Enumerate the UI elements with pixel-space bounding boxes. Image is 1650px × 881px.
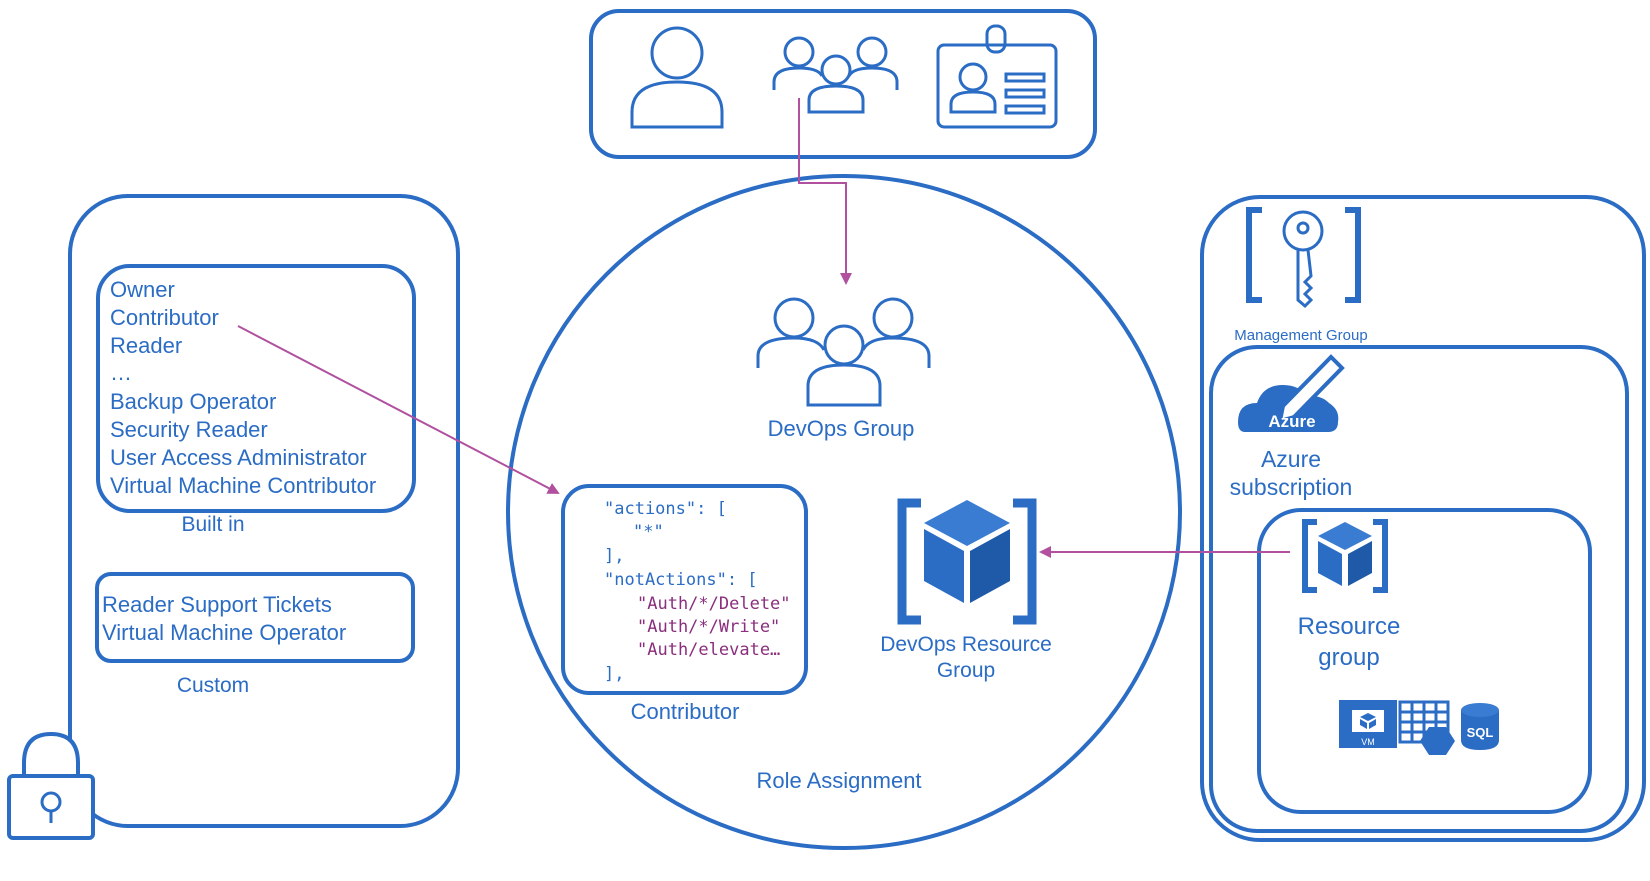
json-line: "Auth/elevate… — [637, 640, 780, 660]
id-card-icon — [936, 24, 1058, 129]
devops-group-icon — [756, 297, 931, 407]
resource-group-label-line1: Resource — [1298, 613, 1401, 640]
group-icon — [772, 36, 899, 114]
sql-database-icon: SQL — [1461, 703, 1499, 750]
resource-group-small-icon — [1302, 519, 1388, 593]
devops-group-label: DevOps Group — [768, 416, 915, 441]
principal-to-group-arrow — [798, 98, 852, 285]
built-in-roles-box — [96, 264, 416, 513]
role-definition-json-box — [561, 484, 808, 695]
role-item: Owner — [110, 277, 175, 302]
security-principals-panel — [589, 9, 1097, 159]
azure-cloud-icon: Azure — [1238, 354, 1345, 432]
json-line: "*" — [633, 522, 664, 542]
custom-label: Custom — [177, 674, 249, 697]
json-line: ], — [604, 546, 624, 566]
scope-panel: Management Group Azure Azure subscriptio… — [1200, 195, 1646, 842]
sql-badge-text: SQL — [1467, 725, 1494, 740]
role-item: Reader Support Tickets — [102, 592, 332, 617]
key-icon — [1246, 207, 1361, 309]
json-line: "Auth/*/Write" — [637, 617, 780, 637]
built-in-label: Built in — [181, 513, 244, 536]
scope-label-line1: DevOps Resource — [880, 633, 1052, 656]
connectors — [237, 98, 1290, 558]
subscription-label-line2: subscription — [1230, 474, 1353, 500]
role-assignment-circle: DevOps Group "actions": [ "*" ], "notAct… — [506, 174, 1182, 850]
resource-group-label-line2: group — [1318, 644, 1379, 671]
role-item: Virtual Machine Operator — [102, 620, 346, 645]
json-line: "Auth/*/Delete" — [637, 594, 791, 614]
scope-label-line2: Group — [937, 659, 995, 682]
management-group-label: Management Group — [1234, 327, 1367, 344]
management-group-box — [1200, 195, 1646, 842]
role-item: Contributor — [110, 305, 219, 330]
json-line: "notActions": [ — [604, 570, 758, 590]
resource-group-box — [1257, 508, 1592, 814]
lock-icon — [7, 731, 95, 840]
json-line: "actions": [ — [604, 499, 727, 519]
role-definition-json: "actions": [ "*" ], "notActions": [ "Aut… — [604, 499, 791, 684]
role-item: User Access Administrator — [110, 445, 367, 470]
user-icon — [630, 26, 724, 129]
contributor-label: Contributor — [631, 699, 740, 724]
storage-table-icon — [1398, 700, 1455, 755]
role-item: Virtual Machine Contributor — [110, 473, 376, 498]
role-to-definition-arrow — [237, 325, 560, 494]
role-item: Security Reader — [110, 417, 268, 442]
subscription-box — [1209, 345, 1629, 833]
role-assignment-title: Role Assignment — [756, 768, 921, 793]
resource-group-icon — [897, 498, 1037, 625]
azure-badge-text: Azure — [1268, 412, 1315, 431]
role-definitions-panel: Owner Contributor Reader … Backup Operat… — [7, 194, 460, 840]
subscription-label-line1: Azure — [1261, 446, 1321, 472]
vm-badge-text: VM — [1361, 737, 1375, 747]
vm-icon: VM — [1339, 700, 1397, 748]
role-item: … — [110, 360, 132, 385]
custom-roles-box — [95, 572, 415, 663]
role-item: Backup Operator — [110, 389, 276, 414]
built-in-roles-list: Owner Contributor Reader … Backup Operat… — [110, 277, 376, 498]
role-item: Reader — [110, 333, 182, 358]
json-line: ], — [604, 664, 624, 684]
